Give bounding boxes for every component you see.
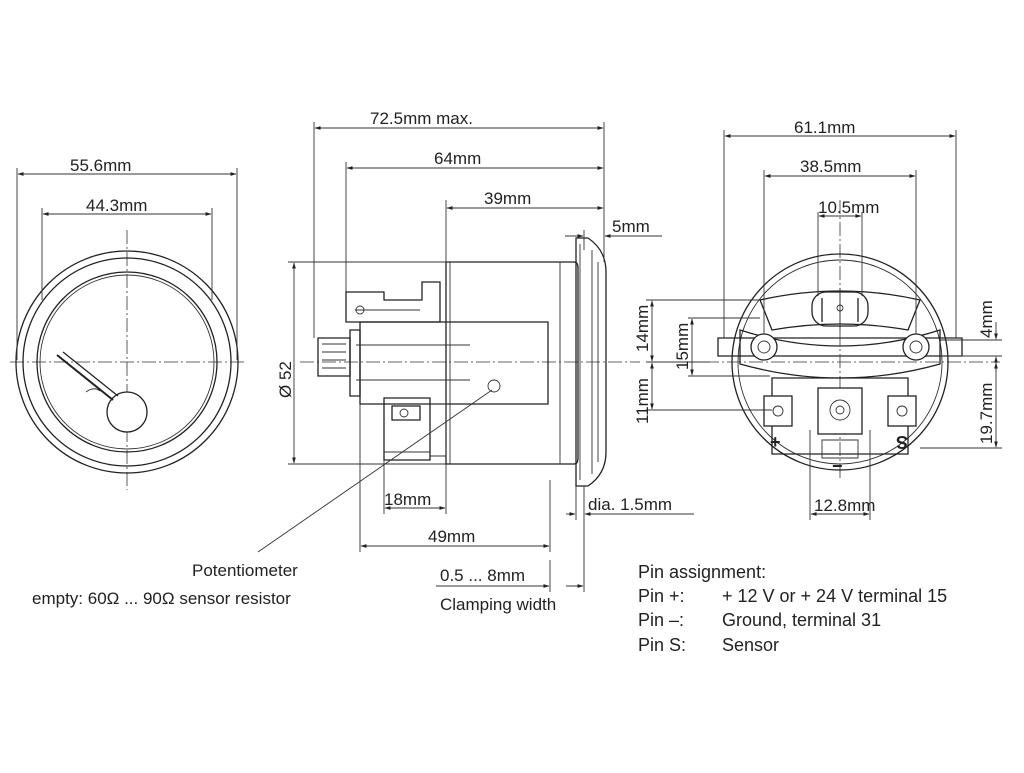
stud-right bbox=[902, 333, 930, 361]
dim-clamping-range: 0.5 ... 8mm bbox=[440, 566, 525, 585]
dim-inner-width: 44.3mm bbox=[86, 196, 147, 215]
pin-plus-mark: + bbox=[770, 432, 781, 452]
dim-mount-length: 49mm bbox=[428, 527, 475, 546]
dim-11mm: 11mm bbox=[633, 378, 652, 424]
sensor-note: empty: 60Ω ... 90Ω sensor resistor bbox=[32, 589, 291, 608]
dim-bezel-depth: 5mm bbox=[612, 217, 650, 236]
dim-wall-thickness: dia. 1.5mm bbox=[588, 495, 672, 514]
dim-14mm: 14mm bbox=[633, 305, 652, 352]
dim-stud-spacing: 38.5mm bbox=[800, 157, 861, 176]
pin-minus-mark: − bbox=[832, 456, 843, 476]
dim-outer-width: 55.6mm bbox=[70, 156, 131, 175]
potentiometer-label: Potentiometer bbox=[192, 561, 298, 580]
dim-housing-length: 39mm bbox=[484, 189, 531, 208]
pin-minus-desc: Ground, terminal 31 bbox=[722, 610, 881, 630]
side-view: Ø 52 72.5mm max. 64mm 39mm 5mm 18mm dia.… bbox=[32, 109, 694, 614]
dim-19-7mm: 19.7mm bbox=[977, 383, 996, 444]
dim-lamp-width: 10.5mm bbox=[818, 198, 879, 217]
dim-overall-length: 72.5mm max. bbox=[370, 109, 473, 128]
pin-s-desc: Sensor bbox=[722, 635, 779, 655]
dim-15mm: 15mm bbox=[673, 323, 692, 370]
pin-assignment: Pin assignment: Pin +: + 12 V or + 24 V … bbox=[638, 562, 947, 655]
dim-terminal-offset: 18mm bbox=[384, 490, 431, 509]
pin-s-mark: S bbox=[896, 432, 908, 452]
bezel-flange bbox=[575, 237, 607, 487]
gauge-needle bbox=[56, 354, 114, 401]
gauge-hub bbox=[106, 391, 148, 433]
clamping-label: Clamping width bbox=[440, 595, 556, 614]
stud-left bbox=[750, 333, 778, 361]
dim-bracket-width: 61.1mm bbox=[794, 118, 855, 137]
dim-body-length: 64mm bbox=[434, 149, 481, 168]
front-view: 55.6mm 44.3mm bbox=[10, 156, 246, 490]
pin-s-label: Pin S: bbox=[638, 635, 686, 655]
pin-assignment-title: Pin assignment: bbox=[638, 562, 766, 582]
dim-diameter: Ø 52 bbox=[276, 361, 295, 398]
dim-4mm: 4mm bbox=[977, 300, 996, 338]
pin-plus-desc: + 12 V or + 24 V terminal 15 bbox=[722, 586, 947, 606]
dim-12-8mm: 12.8mm bbox=[814, 496, 875, 515]
pin-plus-label: Pin +: bbox=[638, 586, 685, 606]
housing bbox=[445, 261, 579, 465]
rear-view: + − S 61.1mm 38.5mm 10.5mm 14mm 15mm 11m… bbox=[633, 118, 1002, 520]
pin-minus-label: Pin –: bbox=[638, 610, 684, 630]
